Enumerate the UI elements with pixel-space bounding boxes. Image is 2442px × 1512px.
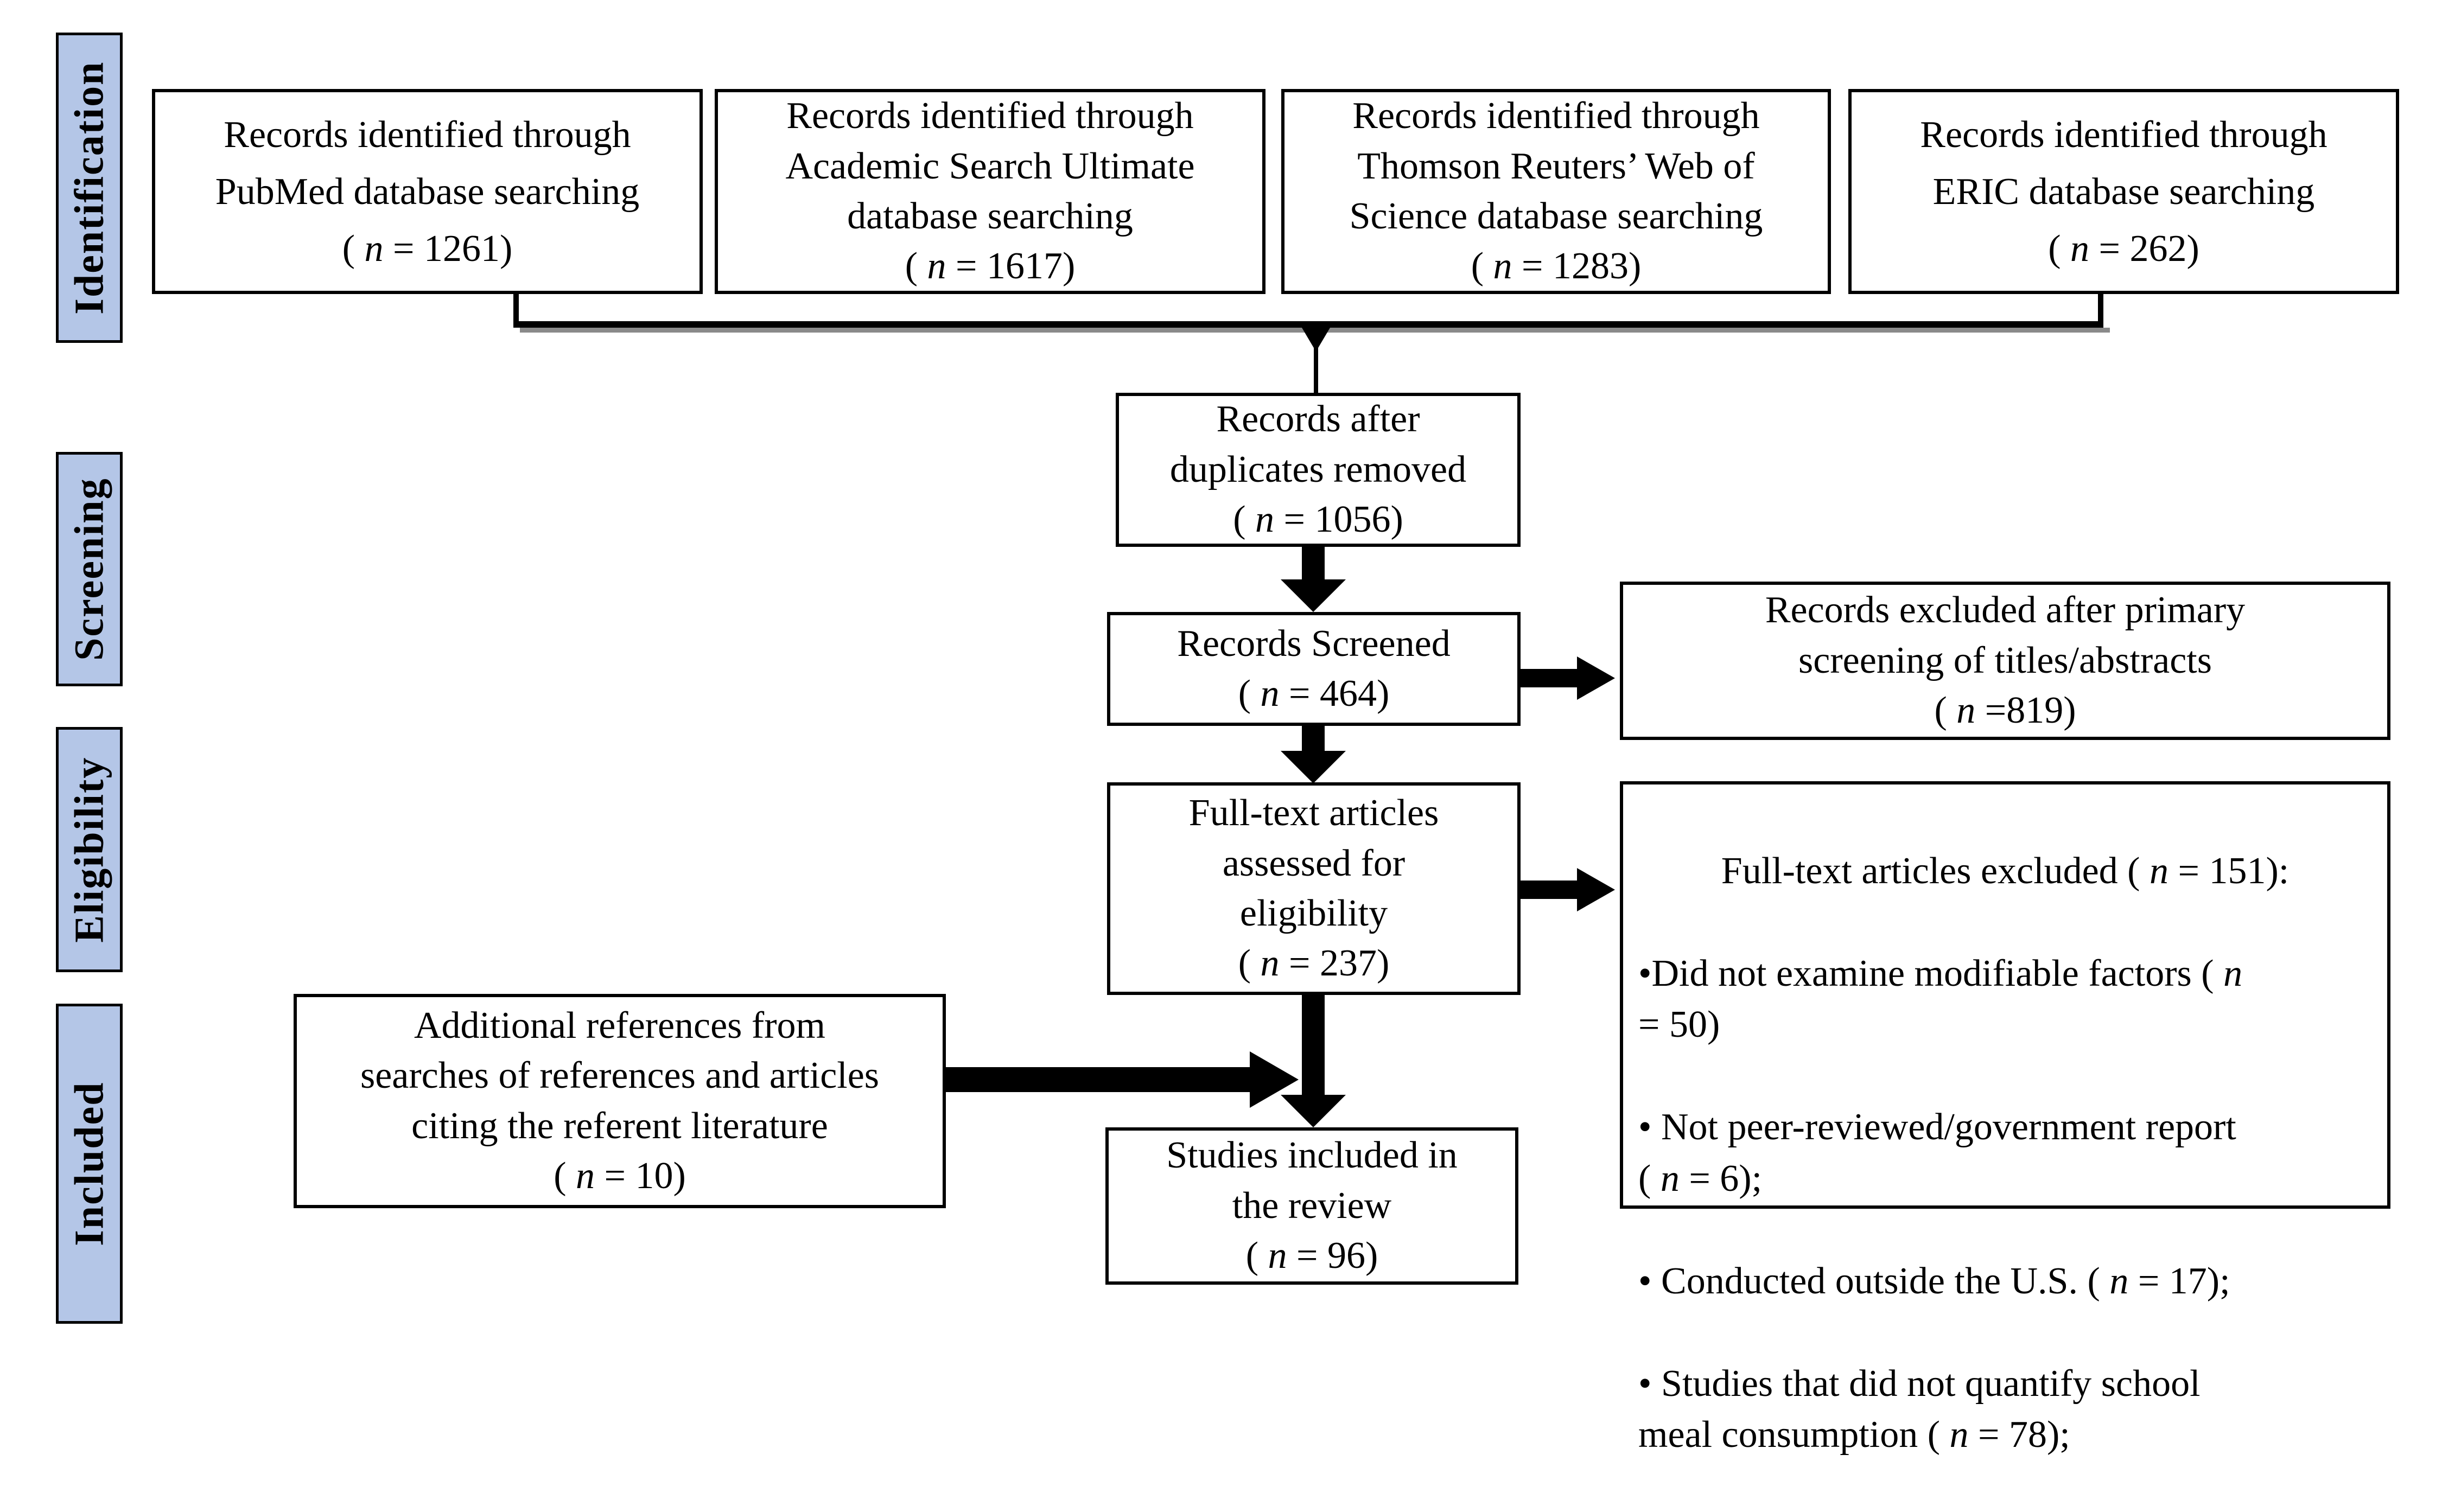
source-box-pubmed-text: Records identified through PubMed databa… (215, 113, 640, 270)
source-box-academic-search-ultimate-text: Records identified through Academic Sear… (785, 95, 1195, 288)
arrow-screened-to-excluded-shaft (1521, 669, 1578, 687)
prisma-flow-diagram: Identification Screening Eligibility Inc… (56, 33, 2399, 1456)
excluded-primary-box: Records excluded after primary screening… (1620, 582, 2390, 740)
stage-label-included-text: Included (66, 1081, 112, 1246)
studies-included-box: Studies included in the review ( n = 96) (1105, 1127, 1518, 1285)
stage-label-screening-text: Screening (66, 477, 112, 661)
source-box-pubmed: Records identified through PubMed databa… (152, 89, 703, 294)
source-box-web-of-science: Records identified through Thomson Reute… (1281, 89, 1831, 294)
additional-references-box-text: Additional references from searches of r… (360, 1004, 880, 1197)
fulltext-assessed-box-text: Full-text articles assessed for eligibil… (1188, 792, 1439, 985)
fulltext-excluded-bullet-modifiable-factors: •Did not examine modifiable factors ( n … (1638, 952, 2243, 1046)
arrow-duplicates-to-screened-head (1281, 579, 1346, 612)
stage-label-identification-text: Identification (66, 61, 112, 315)
fulltext-excluded-bullet-outside-us: • Conducted outside the U.S. ( n = 17); (1638, 1260, 2230, 1302)
stage-label-eligibility: Eligibility (56, 727, 123, 972)
stage-label-eligibility-text: Eligibility (66, 756, 112, 943)
studies-included-box-text: Studies included in the review ( n = 96) (1166, 1134, 1458, 1277)
arrow-fulltext-to-included-shaft (1302, 995, 1325, 1096)
arrow-screened-to-fulltext-head (1281, 751, 1346, 783)
source-box-web-of-science-text: Records identified through Thomson Reute… (1349, 95, 1763, 288)
bracket-horizontal-line (513, 321, 2103, 328)
duplicates-removed-box-text: Records after duplicates removed ( n = 1… (1169, 398, 1467, 541)
fulltext-excluded-bullet-not-quantify: • Studies that did not quantify school m… (1638, 1362, 2201, 1456)
arrow-screened-to-fulltext-shaft (1302, 726, 1325, 752)
excluded-primary-box-text: Records excluded after primary screening… (1765, 589, 2246, 732)
bracket-left-stub (513, 294, 519, 324)
bracket-center-drop-line (1314, 328, 1318, 394)
arrow-duplicates-to-screened-shaft (1302, 546, 1325, 580)
fulltext-excluded-title: Full-text articles excluded ( n = 151): (1721, 850, 2290, 892)
arrow-fulltext-to-included-head (1281, 1095, 1346, 1127)
fulltext-excluded-box: Full-text articles excluded ( n = 151): … (1620, 781, 2390, 1456)
arrow-screened-to-excluded-head (1577, 656, 1615, 700)
duplicates-removed-box: Records after duplicates removed ( n = 1… (1116, 393, 1521, 547)
arrow-additional-to-flow-shaft (946, 1067, 1251, 1092)
arrow-fulltext-to-excluded-shaft (1521, 881, 1578, 899)
stage-label-included: Included (56, 1004, 123, 1324)
additional-references-box: Additional references from searches of r… (294, 994, 946, 1208)
records-screened-box-text: Records Screened ( n = 464) (1177, 622, 1451, 714)
fulltext-excluded-bullet-not-peer-reviewed: • Not peer-reviewed/government report ( … (1638, 1106, 2236, 1200)
stage-label-identification: Identification (56, 33, 123, 343)
records-screened-box: Records Screened ( n = 464) (1107, 612, 1521, 726)
arrow-fulltext-to-excluded-head (1577, 868, 1615, 911)
stage-label-screening: Screening (56, 452, 123, 686)
source-box-eric: Records identified through ERIC database… (1848, 89, 2399, 294)
source-box-academic-search-ultimate: Records identified through Academic Sear… (715, 89, 1265, 294)
source-box-eric-text: Records identified through ERIC database… (1920, 113, 2327, 270)
bracket-right-stub (2098, 294, 2103, 324)
fulltext-assessed-box: Full-text articles assessed for eligibil… (1107, 782, 1521, 995)
